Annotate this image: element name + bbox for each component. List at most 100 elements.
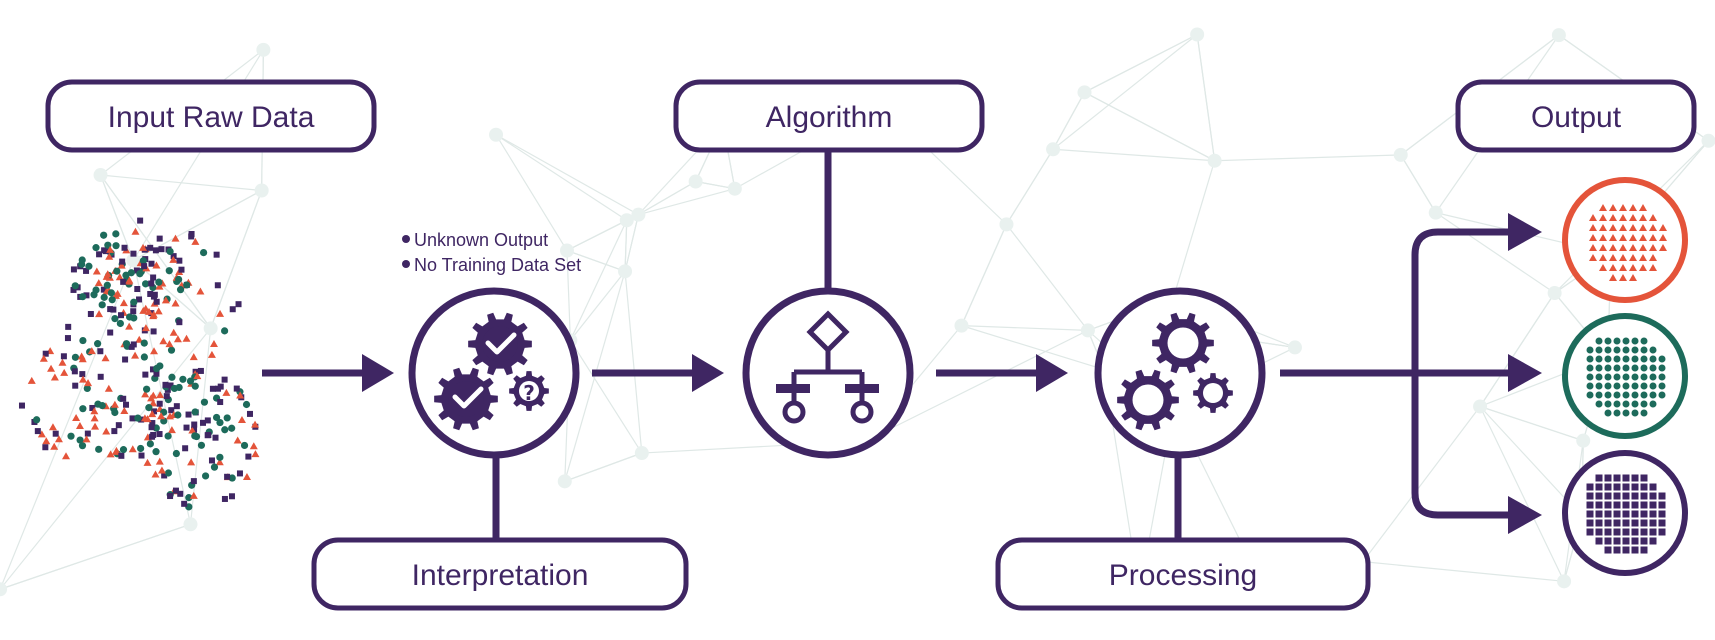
data-point-square [147, 290, 154, 297]
data-point-triangle [165, 340, 174, 348]
square-cluster-icon [1586, 474, 1666, 554]
data-point-square [162, 381, 169, 388]
network-node [618, 264, 633, 279]
data-point-circle [122, 340, 131, 348]
data-point-circle [71, 353, 80, 361]
network-edge [569, 270, 626, 341]
network-edge [1005, 148, 1054, 225]
data-point-square [214, 282, 221, 289]
data-point-triangle [106, 450, 115, 458]
data-point-triangle [222, 388, 231, 396]
flow-arrows [262, 354, 1068, 392]
data-point-circle [67, 432, 75, 440]
output-arrow-heads [1508, 213, 1542, 534]
data-point-triangle [84, 379, 93, 387]
network-node [1557, 574, 1572, 589]
network-edge [189, 328, 212, 525]
data-point-circle [221, 327, 229, 335]
raw-data-scatter [18, 217, 260, 511]
data-point-triangle [141, 304, 150, 312]
data-point-triangle [159, 337, 168, 345]
gear-check-icon-2 [434, 367, 498, 431]
label-processing-text: Processing [1109, 559, 1257, 592]
network-node [126, 253, 141, 268]
data-point-square [167, 382, 174, 389]
data-point-circle [228, 424, 236, 432]
note-bullet-1 [402, 235, 410, 243]
network-edge [566, 250, 571, 341]
data-point-square [42, 444, 49, 451]
flowchart-icon [776, 310, 879, 424]
data-point-square [120, 395, 127, 402]
data-point-square [156, 235, 163, 242]
data-point-triangle [113, 289, 122, 297]
data-point-circle [240, 441, 249, 450]
network-edge [1479, 292, 1556, 407]
data-point-circle [183, 281, 191, 289]
network-node [1701, 133, 1715, 148]
arrow-head-bottom [1508, 496, 1542, 534]
gear-large-icon [1152, 312, 1214, 374]
data-point-circle [92, 286, 100, 294]
data-point-triangle [182, 334, 191, 342]
data-point-square [149, 366, 156, 373]
data-point-square [137, 217, 144, 224]
triangle-cluster-icon [1589, 204, 1667, 281]
network-node [631, 207, 646, 222]
data-point-circle [112, 242, 120, 250]
data-point-triangle [102, 272, 111, 280]
data-point-triangle [196, 287, 205, 295]
data-point-triangle [92, 267, 101, 275]
data-point-circle [179, 375, 187, 383]
data-point-circle [175, 275, 183, 284]
network-edge [495, 134, 639, 216]
network-edge [495, 134, 568, 251]
data-point-triangle [101, 354, 110, 362]
data-point-square [34, 428, 41, 435]
network-edge [1362, 561, 1565, 582]
data-point-square [148, 424, 155, 431]
data-point-circle [76, 436, 84, 444]
branch-upper [1411, 228, 1520, 377]
data-point-triangle [157, 412, 166, 420]
output-branches [1280, 228, 1520, 519]
data-point-square [178, 266, 185, 273]
data-point-square [156, 431, 163, 438]
network-node [559, 243, 574, 258]
data-point-square [185, 411, 192, 418]
data-point-circle [228, 474, 236, 482]
data-point-square [149, 420, 156, 427]
network-edge [1084, 33, 1198, 93]
data-point-square [205, 431, 212, 438]
data-point-triangle [215, 458, 224, 466]
process-block-right [845, 384, 879, 393]
label-input-text: Input Raw Data [108, 101, 315, 134]
data-point-square [168, 407, 175, 414]
network-node [0, 582, 8, 597]
data-point-square [142, 371, 149, 378]
data-point-triangle [82, 435, 91, 443]
data-point-triangle [39, 354, 48, 362]
data-point-triangle [50, 442, 59, 450]
network-edge [624, 220, 628, 272]
output-cluster-circles [1562, 313, 1688, 439]
data-point-square [97, 348, 104, 355]
connectors [492, 150, 1182, 540]
data-point-triangle [105, 252, 114, 260]
data-point-triangle [171, 299, 180, 307]
data-point-square [204, 417, 211, 424]
data-point-circle [94, 340, 102, 348]
data-point-triangle [72, 413, 81, 421]
data-point-triangle [75, 421, 84, 429]
data-point-triangle [131, 227, 140, 235]
data-point-triangle [141, 390, 150, 398]
data-point-circle [191, 382, 199, 390]
data-point-triangle [242, 472, 251, 480]
data-point-circle [210, 463, 219, 471]
data-point-circle [119, 446, 128, 454]
label-processing: Processing [995, 537, 1371, 611]
data-point-triangle [135, 335, 144, 343]
data-point-square [130, 250, 137, 257]
data-point-square [149, 433, 156, 440]
data-point-triangle [58, 358, 67, 366]
